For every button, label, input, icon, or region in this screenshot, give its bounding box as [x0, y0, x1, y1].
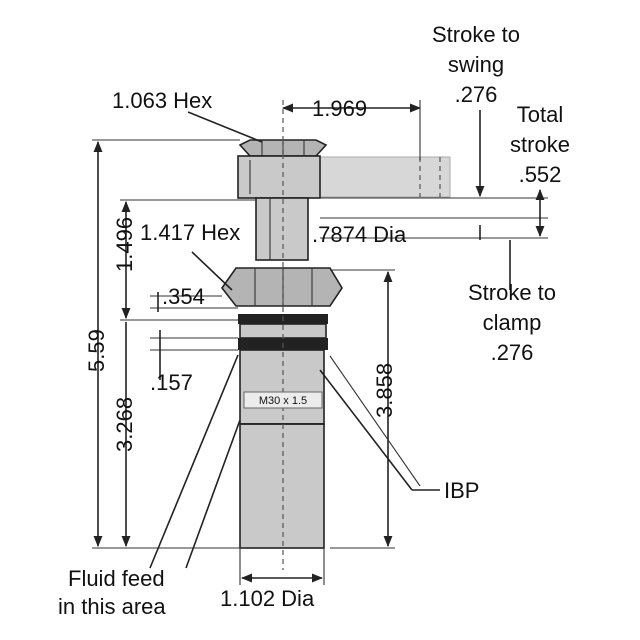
ibp-label: IBP — [444, 478, 479, 503]
fluid-feed-label-1: Fluid feed — [68, 566, 165, 591]
height-1496-label: 1.496 — [112, 217, 137, 272]
clamp-arm — [237, 155, 321, 199]
dim-354-label: .354 — [162, 284, 205, 309]
stroke-to-clamp-value: .276 — [491, 340, 534, 365]
height-3858-label: 3.858 — [372, 363, 397, 418]
stroke-to-swing-label-2: swing — [448, 52, 504, 77]
top-hex-label: 1.063 Hex — [112, 88, 212, 113]
stroke-to-swing-label-1: Stroke to — [432, 22, 520, 47]
ghost-clamp-arm — [319, 156, 451, 198]
text-labels: Stroke to swing .276 Total stroke .552 1… — [58, 22, 570, 619]
stroke-to-clamp-label-2: clamp — [483, 310, 542, 335]
middle-hex-nut — [221, 267, 343, 307]
middle-hex-label: 1.417 Hex — [140, 220, 240, 245]
dimension-lines — [92, 100, 548, 585]
rod-dia-label: .7874 Dia — [312, 222, 407, 247]
total-stroke-label-2: stroke — [510, 132, 570, 157]
stroke-to-clamp-label-1: Stroke to — [468, 280, 556, 305]
thread-label-box — [243, 391, 323, 409]
stroke-to-swing-value: .276 — [455, 82, 498, 107]
total-stroke-value: .552 — [519, 162, 562, 187]
fluid-feed-label-2: in this area — [58, 594, 166, 619]
thread-label: M30 x 1.5 — [259, 395, 307, 407]
dim-157-label: .157 — [150, 370, 193, 395]
arm-length-label: 1.969 — [312, 96, 367, 121]
body-dia-label: 1.102 Dia — [220, 586, 315, 611]
overall-height-label: 5.59 — [84, 329, 109, 372]
threaded-body — [239, 349, 325, 549]
height-3268-label: 3.268 — [112, 397, 137, 452]
piston-rod — [255, 197, 309, 261]
total-stroke-label-1: Total — [517, 102, 563, 127]
